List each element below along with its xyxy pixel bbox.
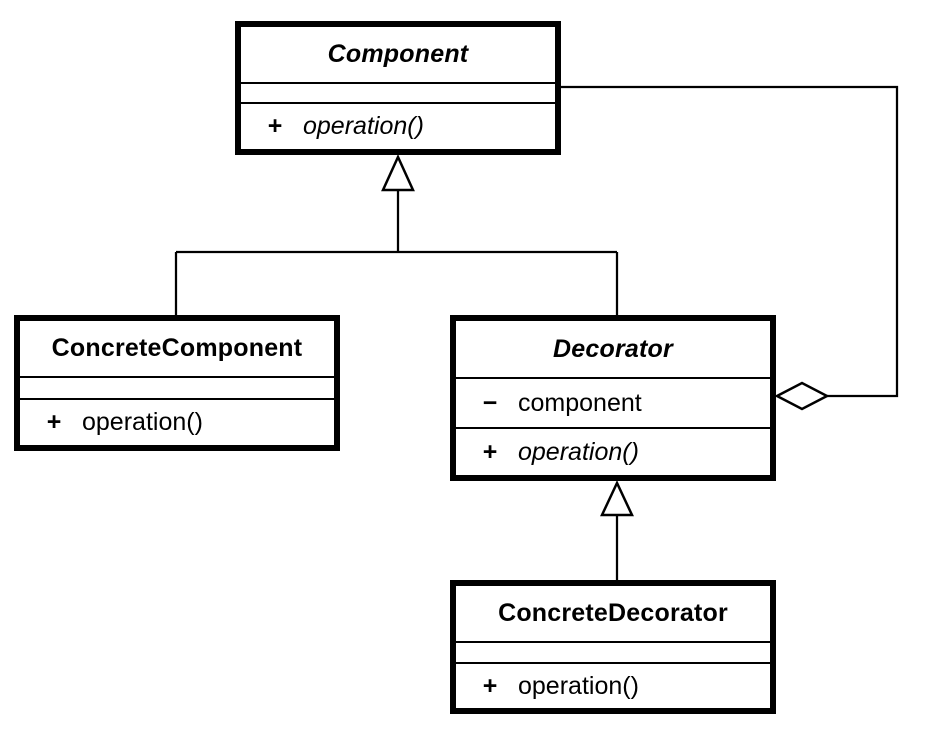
attributes-compartment: − component xyxy=(456,377,770,427)
class-name-concrete-decorator: ConcreteDecorator xyxy=(498,599,728,627)
class-name-component: Component xyxy=(327,40,469,68)
method-signature: operation() xyxy=(82,408,203,436)
class-name-compartment: Decorator xyxy=(456,321,770,377)
method-row: + operation() xyxy=(456,437,770,466)
class-box-component: Component + operation() xyxy=(235,21,561,155)
method-signature: operation() xyxy=(303,112,424,140)
methods-compartment: + operation() xyxy=(241,102,555,149)
class-name-compartment: Component xyxy=(241,27,555,82)
class-name-compartment: ConcreteComponent xyxy=(20,321,334,376)
methods-compartment: + operation() xyxy=(456,662,770,708)
inheritance-triangle-icon-component xyxy=(381,153,415,192)
method-row: + operation() xyxy=(241,114,555,139)
attribute-name: component xyxy=(518,388,642,417)
method-row: + operation() xyxy=(20,410,334,435)
attributes-compartment xyxy=(456,641,770,662)
visibility-symbol: + xyxy=(482,671,498,700)
visibility-symbol: + xyxy=(267,112,283,140)
attributes-compartment xyxy=(20,376,334,398)
method-signature: operation() xyxy=(518,437,639,466)
class-name-decorator: Decorator xyxy=(553,334,673,363)
aggregation-diamond-icon xyxy=(774,381,830,411)
method-signature: operation() xyxy=(518,671,639,700)
aggregation-line xyxy=(561,85,899,398)
class-name-compartment: ConcreteDecorator xyxy=(456,586,770,641)
class-box-concrete-decorator: ConcreteDecorator + operation() xyxy=(450,580,776,714)
method-row: + operation() xyxy=(456,671,770,700)
visibility-symbol: − xyxy=(482,388,498,417)
attributes-compartment xyxy=(241,82,555,102)
class-box-decorator: Decorator − component + operation() xyxy=(450,315,776,481)
visibility-symbol: + xyxy=(46,408,62,436)
class-box-concrete-component: ConcreteComponent + operation() xyxy=(14,315,340,451)
methods-compartment: + operation() xyxy=(20,398,334,445)
visibility-symbol: + xyxy=(482,437,498,466)
inheritance-triangle-icon-decorator xyxy=(600,480,634,517)
attribute-row: − component xyxy=(456,388,770,417)
class-name-concrete-component: ConcreteComponent xyxy=(51,334,303,362)
generalization-branch-line xyxy=(174,189,619,316)
methods-compartment: + operation() xyxy=(456,427,770,475)
